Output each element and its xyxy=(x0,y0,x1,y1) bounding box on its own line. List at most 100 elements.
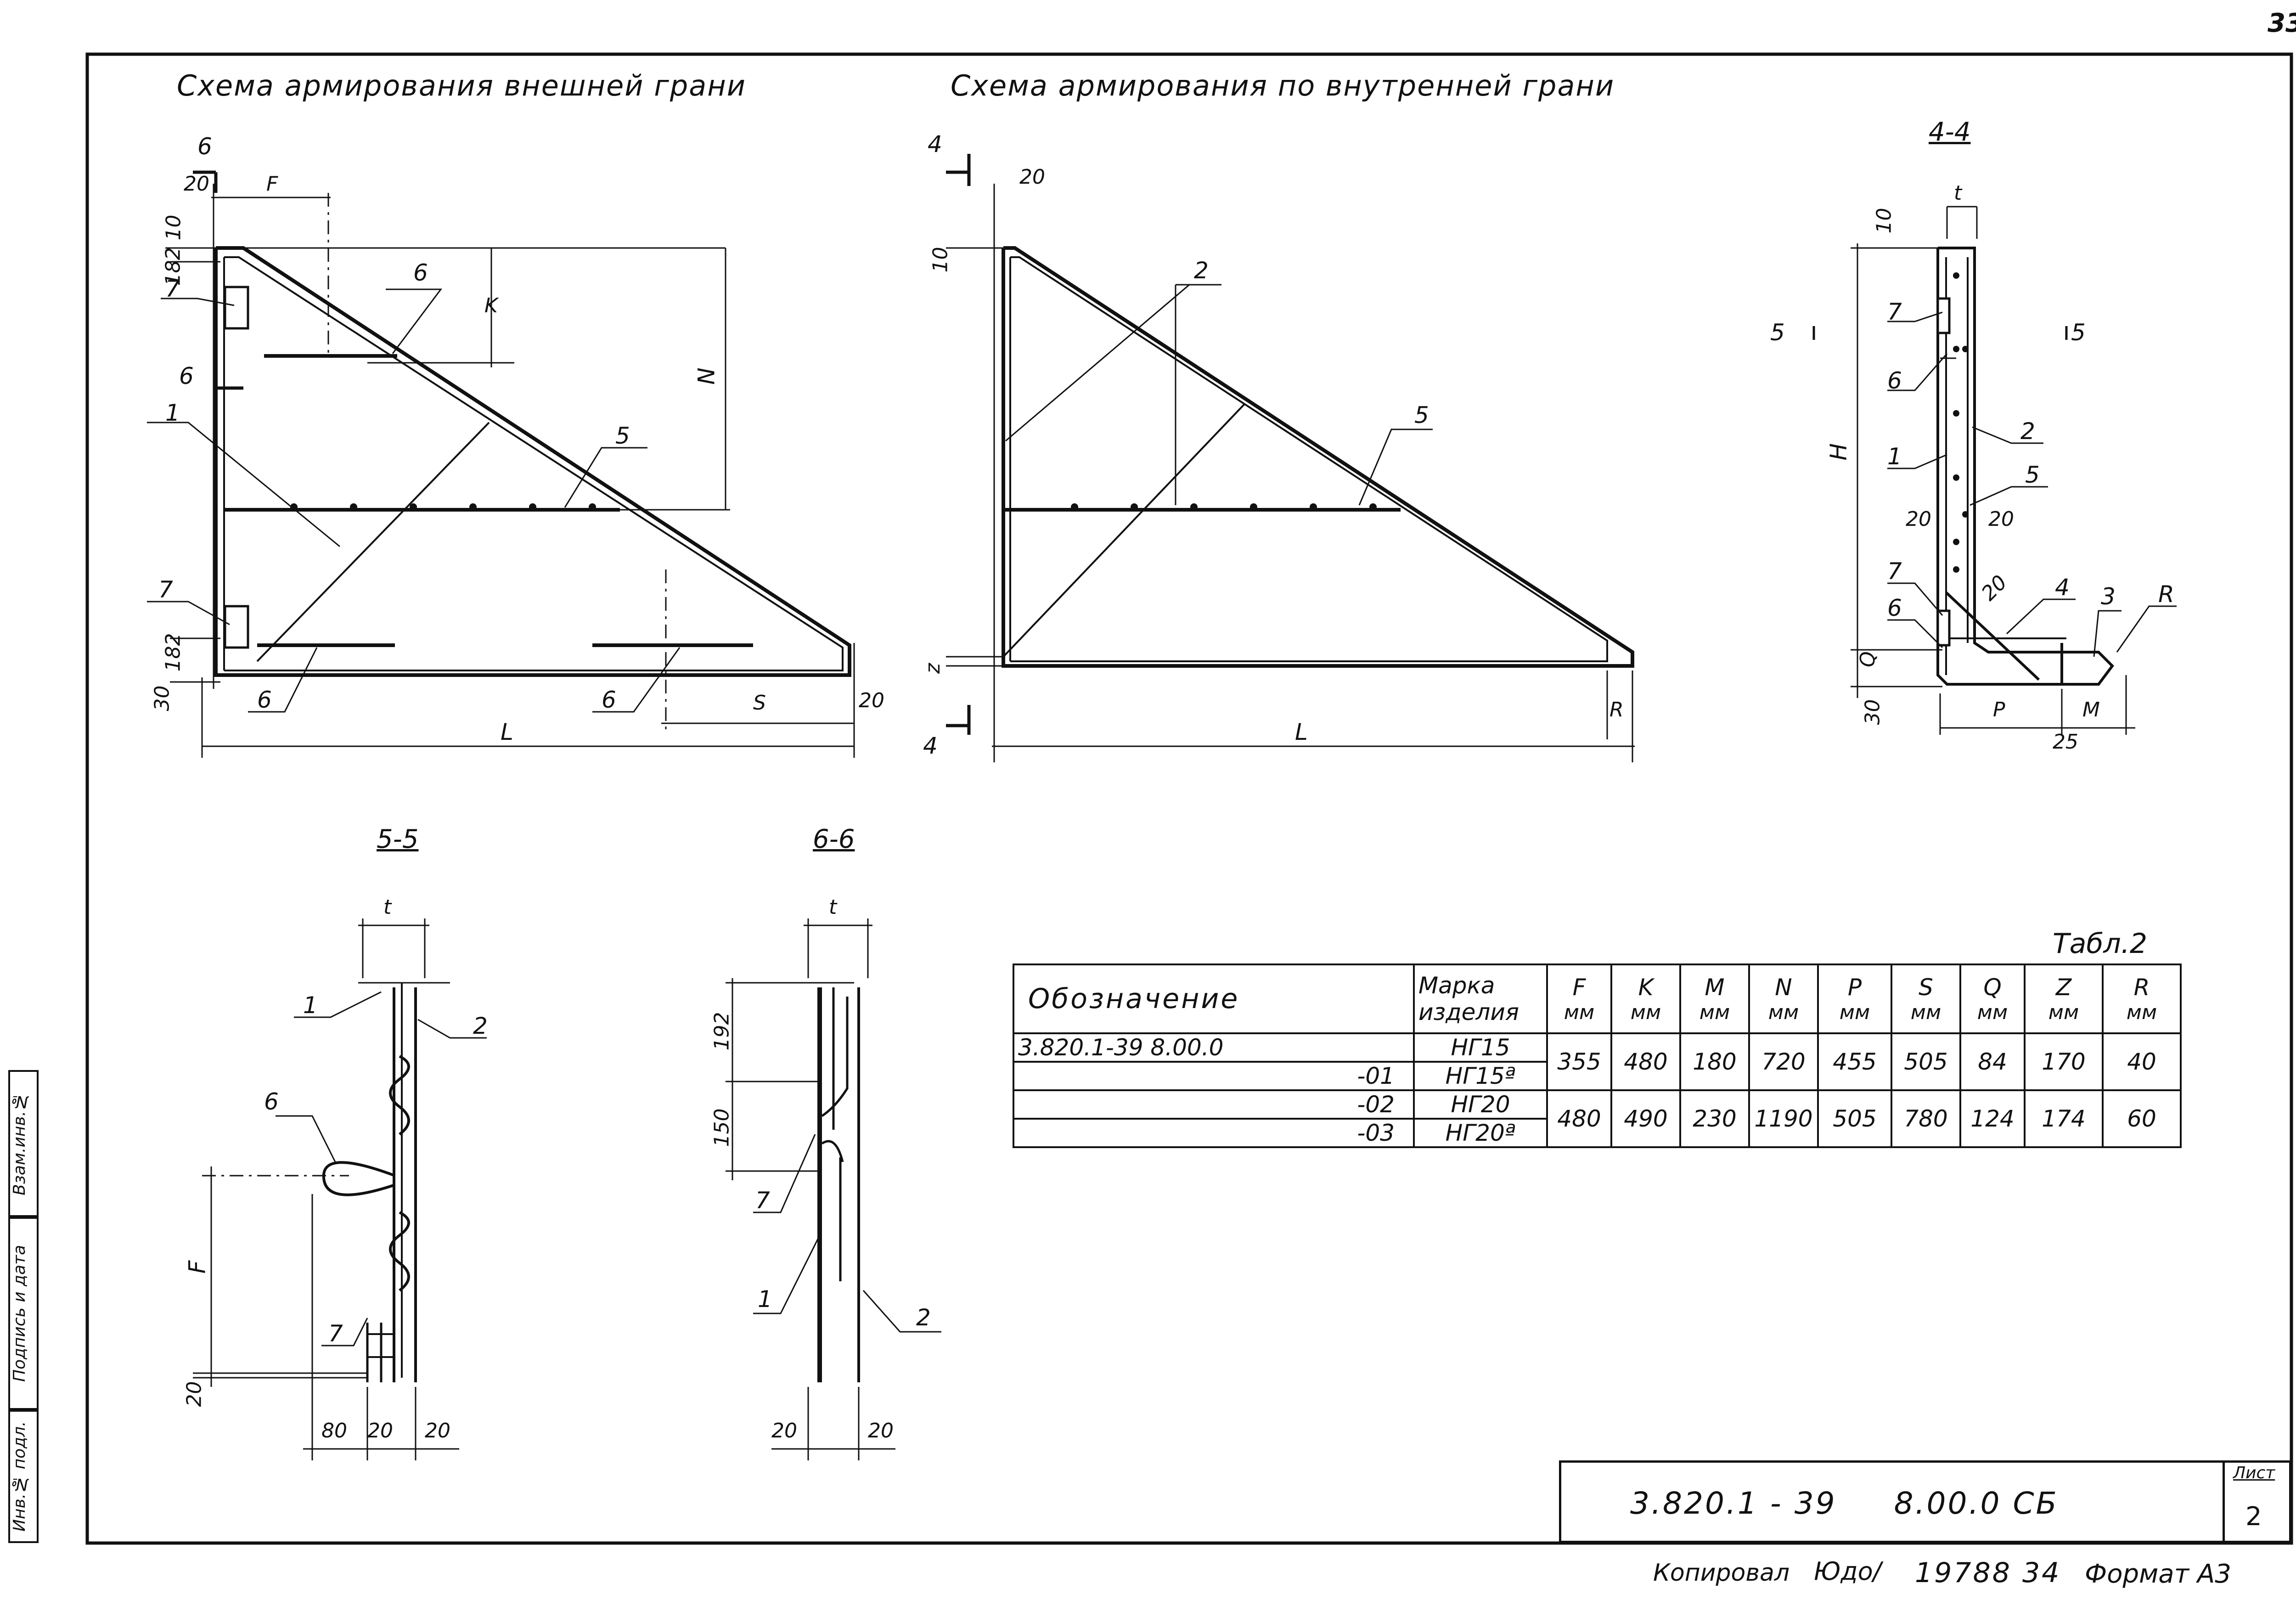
s44-callout-2: 2 xyxy=(2020,418,2035,445)
s44-callout-R: R xyxy=(2158,581,2174,608)
section-4-4-title: 4-4 xyxy=(1929,117,1971,147)
col-unit: мм xyxy=(1839,1000,1870,1024)
s44-dim-t: t xyxy=(1954,181,1962,205)
row-mark-3: НГ20ª xyxy=(1413,1118,1548,1148)
g1-S: 505 xyxy=(1891,1032,1961,1091)
page-number: 33 xyxy=(2268,8,2296,38)
s55-callout-2: 2 xyxy=(473,1013,488,1039)
g1-Z: 170 xyxy=(2024,1032,2104,1091)
col-unit: мм xyxy=(1699,1000,1730,1024)
dim-K: K xyxy=(484,294,498,317)
g1-K: 480 xyxy=(1610,1032,1681,1091)
s66-dim-192: 192 xyxy=(710,1012,734,1051)
inner-callout-2: 2 xyxy=(1194,257,1209,284)
s44-dim-M: M xyxy=(2082,698,2100,721)
s66-callout-7: 7 xyxy=(755,1187,770,1214)
s44-dim-20a: 20 xyxy=(1906,507,1931,531)
s66-dim-t: t xyxy=(829,896,837,919)
s44-callout-6a: 6 xyxy=(1887,367,1902,394)
s44-callout-4: 4 xyxy=(2055,574,2070,601)
cut-mark-4-bottom: 4 xyxy=(923,732,938,759)
s44-callout-6b: 6 xyxy=(1887,595,1902,621)
s55-callout-7: 7 xyxy=(328,1320,343,1347)
g2-F: 480 xyxy=(1546,1089,1612,1148)
section-6-6-title: 6-6 xyxy=(813,824,855,854)
inner-callout-5: 5 xyxy=(1414,402,1429,428)
col-N-label: N xyxy=(1775,974,1792,1001)
s44-cut-5-right: 5 xyxy=(2071,319,2086,346)
inner-face-view xyxy=(946,154,1635,762)
dim-20: 20 xyxy=(184,172,209,196)
callout-6a: 6 xyxy=(413,259,428,286)
row-mark-0: НГ15 xyxy=(1413,1032,1548,1063)
outer-face-view xyxy=(147,170,855,758)
dim-S: S xyxy=(753,691,766,715)
col-P-label: P xyxy=(1847,974,1862,1001)
col-R-label: R xyxy=(2133,974,2150,1001)
sheet-label: Лист xyxy=(2233,1464,2275,1482)
sheet-frame xyxy=(85,52,2293,1545)
g1-P: 455 xyxy=(1817,1032,1892,1091)
col-unit: мм xyxy=(1630,1000,1661,1024)
col-F-label: F xyxy=(1572,974,1586,1001)
s44-callout-3: 3 xyxy=(2101,583,2116,610)
col-mark: Марка изделия xyxy=(1413,963,1548,1034)
inner-dim-L: L xyxy=(1295,719,1308,745)
s44-dim-Q: Q xyxy=(1856,651,1880,667)
col-unit: мм xyxy=(1977,1000,2008,1024)
col-unit: мм xyxy=(1910,1000,1941,1024)
g1-R: 40 xyxy=(2102,1032,2182,1091)
callout-1: 1 xyxy=(165,400,180,426)
s44-dim-H: H xyxy=(1825,443,1852,461)
g2-N: 1190 xyxy=(1748,1089,1819,1148)
s55-callout-6: 6 xyxy=(264,1088,279,1115)
s44-dim-25: 25 xyxy=(2053,730,2078,754)
cut-mark-6b: 6 xyxy=(179,363,194,389)
s66-dim-20a: 20 xyxy=(771,1419,797,1442)
s44-dim-P: P xyxy=(1993,698,2005,721)
section-6-6 xyxy=(726,918,941,1460)
g2-Q: 124 xyxy=(1959,1089,2026,1148)
col-K-label: K xyxy=(1638,974,1654,1001)
dim-L: L xyxy=(501,719,513,745)
s44-callout-7b: 7 xyxy=(1887,558,1902,585)
s66-callout-1: 1 xyxy=(758,1286,772,1313)
col-unit: мм xyxy=(2126,1000,2157,1024)
cut-mark-6: 6 xyxy=(197,133,212,160)
col-Q-label: Q xyxy=(1983,974,2002,1001)
g2-S: 780 xyxy=(1891,1089,1961,1148)
table-caption: Табл.2 xyxy=(2053,928,2148,960)
g2-P: 505 xyxy=(1817,1089,1892,1148)
stamp-code: 3.820.1 - 39 8.00.0 СБ xyxy=(1630,1486,2059,1521)
mark-header-2: изделия xyxy=(1418,999,1519,1025)
stamp-code-box: 3.820.1 - 39 8.00.0 СБ xyxy=(1559,1460,2225,1543)
inner-face-title: Схема армирования по внутренней грани xyxy=(951,69,1615,102)
g1-M: 180 xyxy=(1679,1032,1750,1091)
section-5-5-title: 5-5 xyxy=(377,824,419,854)
dim-182-bottom: 182 xyxy=(161,633,185,672)
g1-Q: 84 xyxy=(1959,1032,2026,1091)
col-designation: Обозначение xyxy=(1013,963,1415,1034)
col-unit: мм xyxy=(1564,1000,1595,1024)
callout-7b: 7 xyxy=(158,576,173,603)
dim-10: 10 xyxy=(162,214,186,241)
mark-header-1: Марка xyxy=(1418,972,1495,999)
row-code-2: -02 xyxy=(1013,1089,1415,1120)
col-Z-label: Z xyxy=(2055,974,2072,1001)
s55-dim-20c: 20 xyxy=(425,1419,450,1442)
side-strip-inventory: Инв.№ подл. xyxy=(8,1410,39,1543)
col-unit: мм xyxy=(2048,1000,2079,1024)
row-mark-2: НГ20 xyxy=(1413,1089,1548,1120)
s44-callout-7a: 7 xyxy=(1887,299,1902,325)
section-5-5 xyxy=(193,918,487,1460)
s55-dim-80: 80 xyxy=(321,1419,347,1442)
g1-F: 355 xyxy=(1546,1032,1612,1091)
